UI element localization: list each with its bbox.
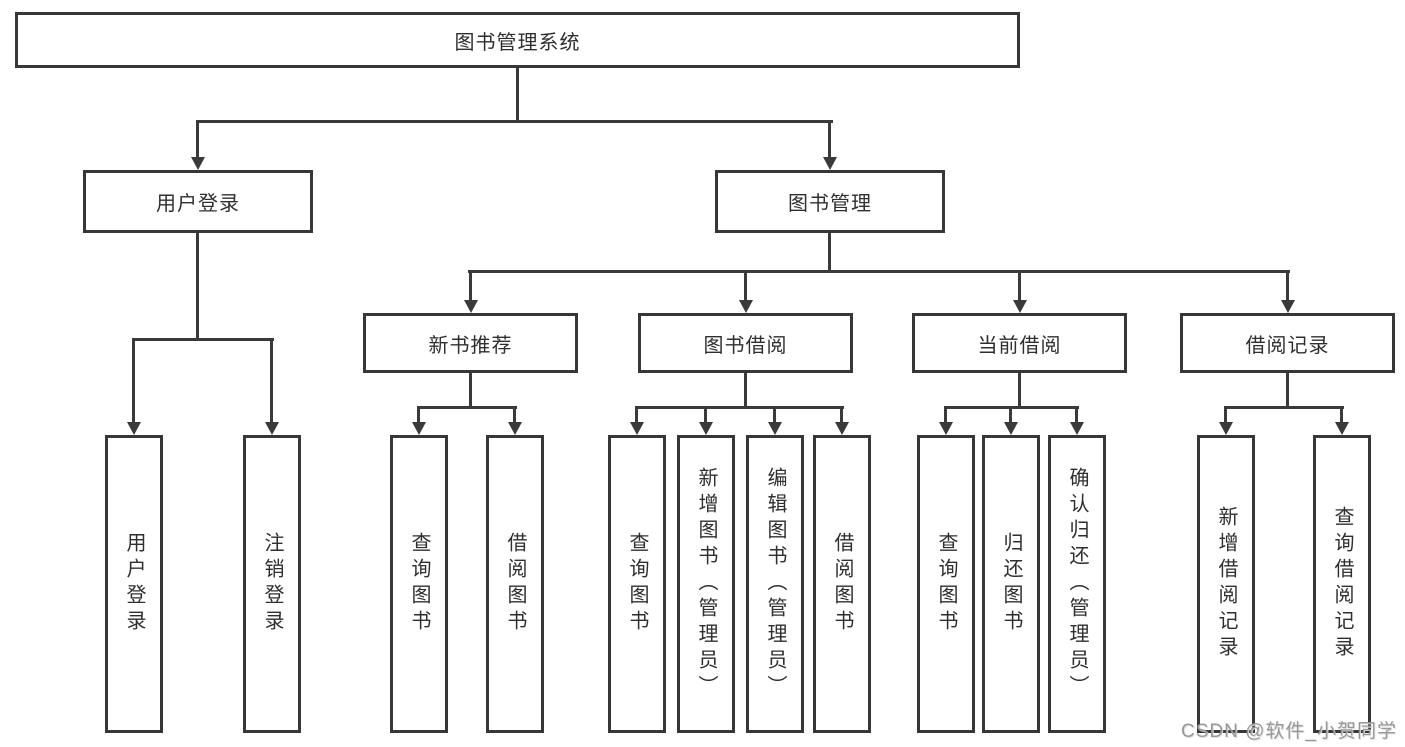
connector-arrow: [1334, 406, 1349, 435]
node-logout: 注销登录: [243, 435, 301, 733]
node-user-login: 用户登录: [83, 170, 313, 233]
node-confirm-return-admin: 确认归还（管理员）: [1048, 435, 1106, 733]
connector-line: [744, 373, 747, 409]
connector-arrow: [1218, 406, 1233, 435]
node-book-borrowing: 图书借阅: [638, 313, 853, 373]
connector-arrow: [1280, 270, 1295, 313]
node-return-books: 归还图书: [982, 435, 1040, 733]
connector-line: [468, 270, 1290, 273]
csdn-watermark: CSDN @软件_小贺同学: [1181, 721, 1397, 742]
node-book-management: 图书管理: [715, 170, 945, 233]
node-query-borrow-record: 查询借阅记录: [1313, 435, 1371, 733]
connector-arrow: [411, 406, 426, 435]
node-query-books-borrowing: 查询图书: [608, 435, 666, 733]
connector-line: [196, 120, 833, 123]
connector-arrow: [126, 338, 141, 435]
node-add-borrow-record: 新增借阅记录: [1197, 435, 1255, 733]
node-query-books-recommend: 查询图书: [390, 435, 448, 733]
node-add-books-admin: 新增图书（管理员）: [677, 435, 735, 733]
connector-line: [828, 233, 831, 273]
connector-line: [516, 68, 519, 123]
node-borrow-books-recommend: 借阅图书: [486, 435, 544, 733]
connector-arrow: [738, 270, 753, 313]
node-query-books-current: 查询图书: [917, 435, 975, 733]
node-library-management-system: 图书管理系统: [15, 12, 1020, 68]
connector-line: [636, 406, 844, 409]
connector-arrow: [463, 270, 478, 313]
connector-arrow: [1003, 406, 1018, 435]
connector-line: [132, 338, 274, 341]
connector-arrow: [767, 406, 782, 435]
connector-line: [196, 233, 199, 341]
connector-line: [469, 373, 472, 409]
node-new-book-recommendation: 新书推荐: [363, 313, 578, 373]
node-borrowing-records: 借阅记录: [1180, 313, 1395, 373]
connector-arrow: [834, 406, 849, 435]
connector-arrow: [264, 338, 279, 435]
connector-line: [1018, 373, 1021, 409]
connector-arrow: [822, 120, 837, 170]
node-current-borrowing: 当前借阅: [912, 313, 1127, 373]
node-edit-books-admin: 编辑图书（管理员）: [746, 435, 804, 733]
connector-arrow: [507, 406, 522, 435]
connector-line: [1225, 406, 1344, 409]
node-user-login-leaf: 用户登录: [105, 435, 163, 733]
node-borrow-books-leaf: 借阅图书: [813, 435, 871, 733]
connector-arrow: [698, 406, 713, 435]
connector-arrow: [190, 120, 205, 170]
connector-arrow: [938, 406, 953, 435]
connector-line: [1286, 373, 1289, 409]
connector-arrow: [1069, 406, 1084, 435]
connector-arrow: [629, 406, 644, 435]
connector-line: [418, 406, 517, 409]
connector-arrow: [1012, 270, 1027, 313]
connector-line: [945, 406, 1079, 409]
